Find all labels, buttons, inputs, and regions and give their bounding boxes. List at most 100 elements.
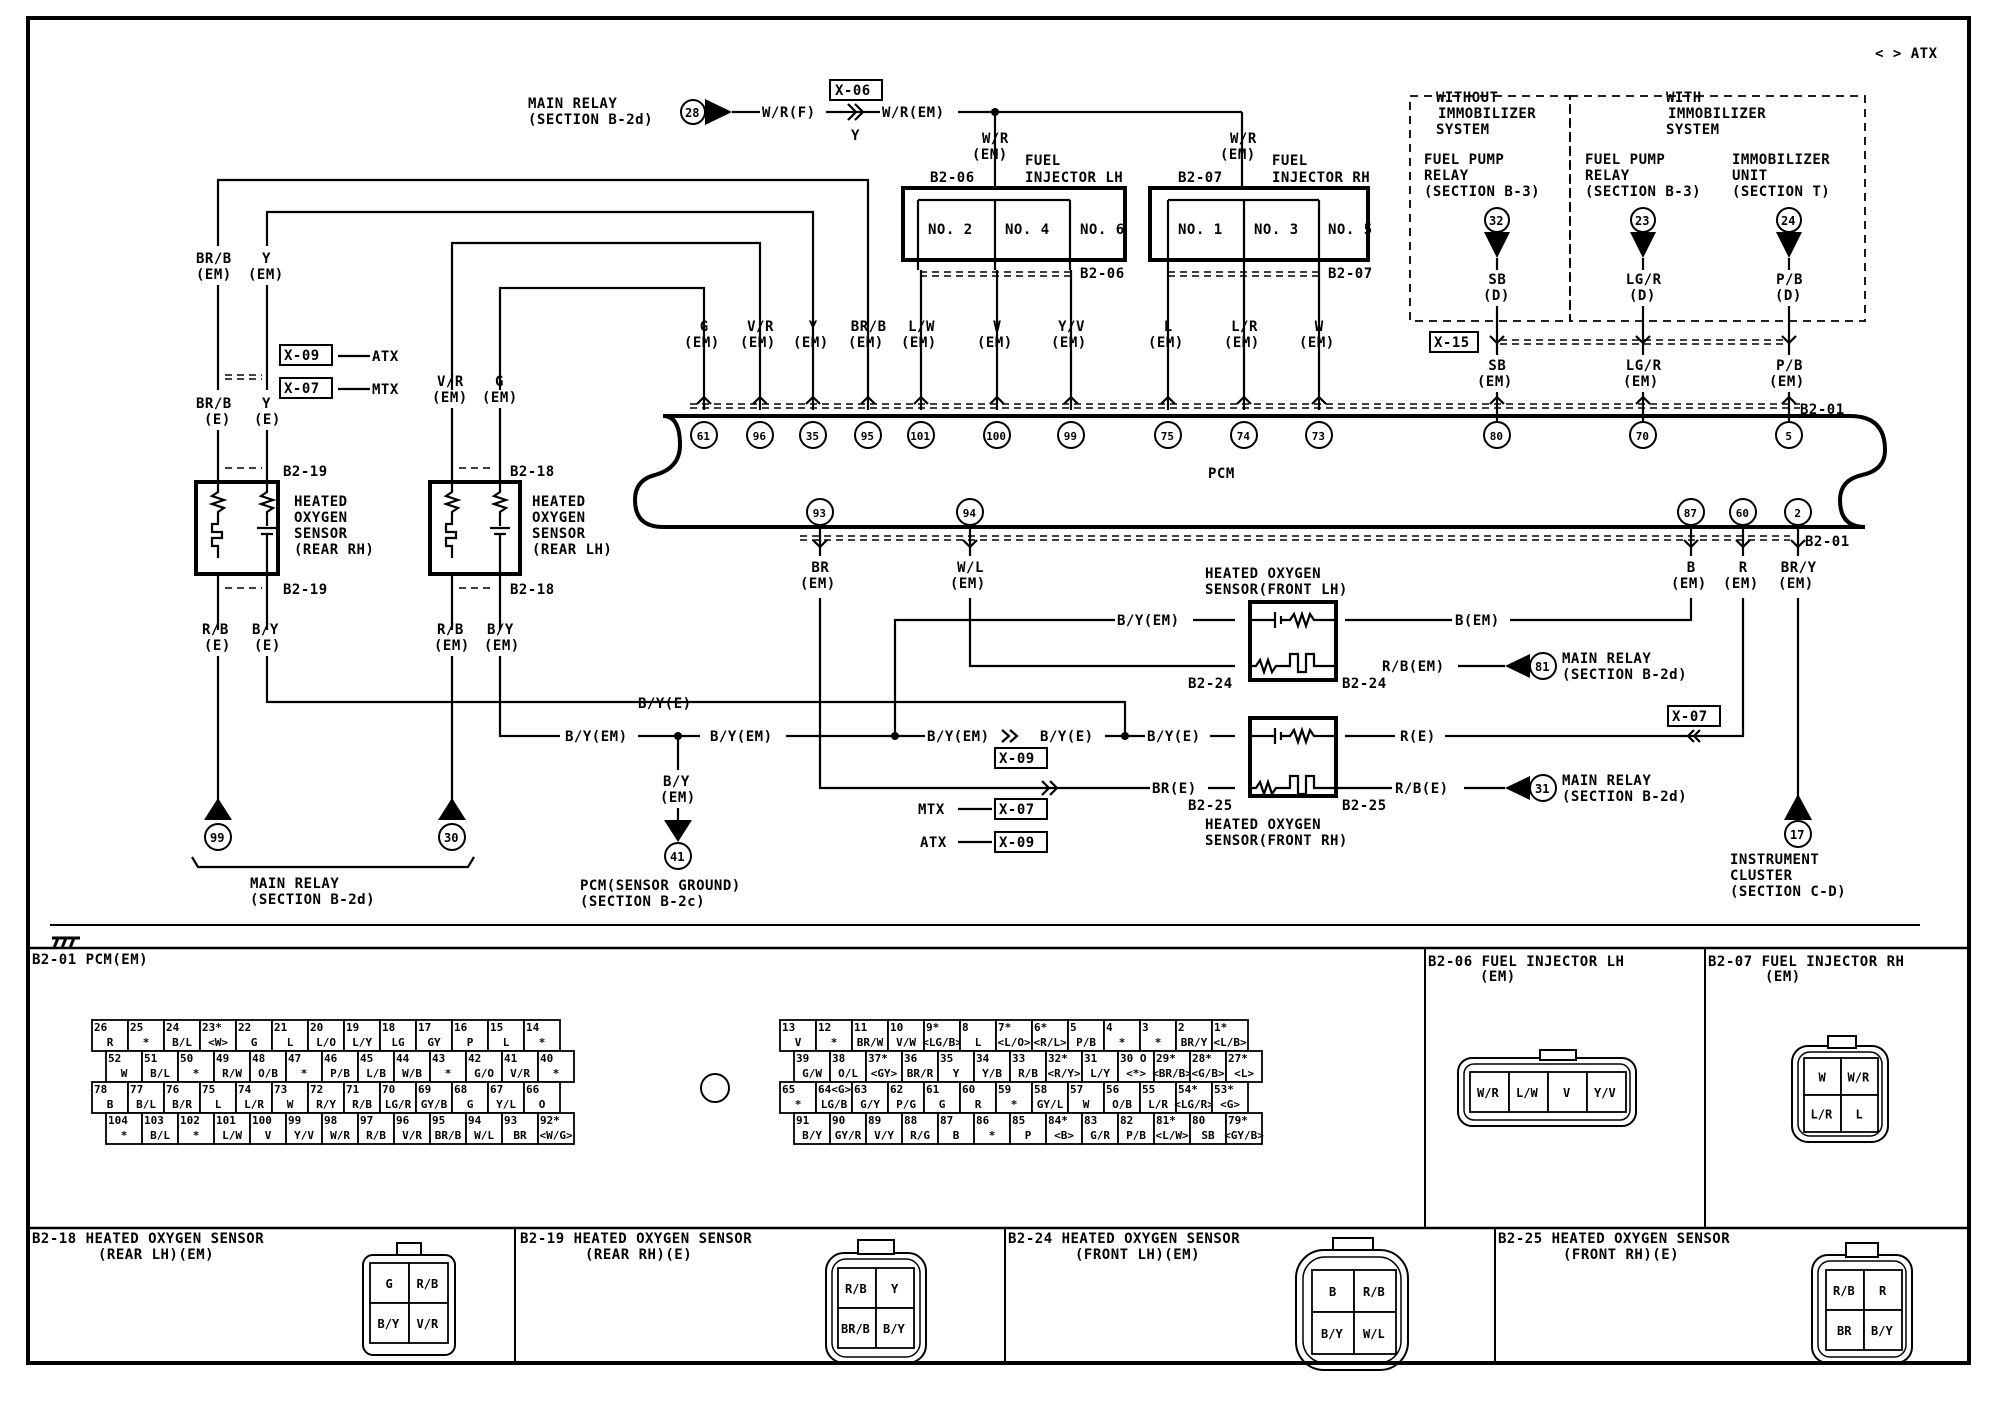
ref-circle-31[interactable]	[1529, 774, 1557, 802]
pcm-terminal-12[interactable]	[815, 1019, 853, 1052]
ref-circle-17[interactable]	[1784, 820, 1812, 848]
fuel-injector-rh[interactable]: W/R (EM) FUEL INJECTOR RH B2-07 NO. 1 NO…	[1148, 131, 1373, 282]
pcm-terminal-49[interactable]	[213, 1050, 251, 1083]
pcm-terminal-9*[interactable]	[923, 1019, 961, 1052]
pcm-pin-61[interactable]	[690, 421, 718, 449]
b2-24-terminal[interactable]	[1311, 1269, 1355, 1313]
pcm-terminal-84*[interactable]	[1045, 1112, 1083, 1145]
pcm-pin-87[interactable]	[1677, 498, 1705, 526]
b2-19-connector-view[interactable]: B2-19 HEATED OXYGEN SENSOR (REAR RH)(E)	[520, 1231, 927, 1364]
injector-rh-connector-view[interactable]: B2-07 FUEL INJECTOR RH (EM)	[1708, 954, 1904, 1143]
ref-circle-41[interactable]	[664, 842, 692, 870]
pcm-terminal-80[interactable]	[1189, 1112, 1227, 1145]
pcm-pin-73[interactable]	[1305, 421, 1333, 449]
pcm-terminal-22[interactable]	[235, 1019, 273, 1052]
pcm-terminal-1*[interactable]	[1211, 1019, 1249, 1052]
pcm-terminal-82[interactable]	[1117, 1112, 1155, 1145]
pcm-terminal-37*[interactable]	[865, 1050, 903, 1083]
ref-circle-99[interactable]	[204, 823, 232, 851]
ref-circle-81[interactable]	[1529, 652, 1557, 680]
pcm-terminal-91[interactable]	[793, 1112, 831, 1145]
joint-connector-x09[interactable]	[994, 747, 1048, 769]
joint-connector-x09[interactable]	[994, 831, 1048, 853]
joint-connector-x09[interactable]	[279, 344, 333, 366]
pcm-terminal-8[interactable]	[959, 1019, 997, 1052]
injector-lh-terminal[interactable]	[1547, 1071, 1588, 1113]
pcm-terminal-54*[interactable]	[1175, 1081, 1213, 1114]
pcm-terminal-100[interactable]	[249, 1112, 287, 1145]
pcm-terminal-65[interactable]	[779, 1081, 817, 1114]
b2-18-terminal[interactable]	[408, 1302, 449, 1344]
pcm-pin-70[interactable]	[1629, 421, 1657, 449]
injector-rh-terminal[interactable]	[1803, 1057, 1842, 1096]
b2-18-terminal[interactable]	[369, 1302, 410, 1344]
pcm-pin-60[interactable]	[1729, 498, 1757, 526]
pcm-terminal-26[interactable]	[91, 1019, 129, 1052]
heated-oxygen-sensor-front-lh[interactable]: HEATED OXYGEN SENSOR(FRONT LH) B/Y(EM) B…	[1115, 566, 1687, 692]
pcm-terminal-50[interactable]	[177, 1050, 215, 1083]
pcm-terminal-102[interactable]	[177, 1112, 215, 1145]
b2-24-terminal[interactable]	[1353, 1311, 1397, 1355]
injector-lh-terminal[interactable]	[1469, 1071, 1510, 1113]
b2-25-connector-view[interactable]: B2-25 HEATED OXYGEN SENSOR (FRONT RH)(E)	[1498, 1231, 1913, 1364]
pcm-terminal-17[interactable]	[415, 1019, 453, 1052]
pcm-terminal-98[interactable]	[321, 1112, 359, 1145]
pcm-pin-75[interactable]	[1154, 421, 1182, 449]
pcm-terminal-79*[interactable]	[1225, 1112, 1263, 1145]
pcm-terminal-27*[interactable]	[1225, 1050, 1263, 1083]
pcm-terminal-53*[interactable]	[1211, 1081, 1249, 1114]
b2-18-connector-view[interactable]: B2-18 HEATED OXYGEN SENSOR (REAR LH)(EM)	[32, 1231, 456, 1356]
pcm-pin-96[interactable]	[746, 421, 774, 449]
injector-lh-terminal[interactable]	[1586, 1071, 1627, 1113]
pcm-terminal-11[interactable]	[851, 1019, 889, 1052]
heated-oxygen-sensor-rear-lh[interactable]: V/R (EM) G (EM) B2-18 HEATED OXYGEN SENS…	[428, 374, 612, 806]
b2-18-terminal[interactable]	[408, 1262, 449, 1304]
joint-connector-x07[interactable]	[279, 377, 333, 399]
pcm-pin-99[interactable]	[1057, 421, 1085, 449]
b2-25-terminal[interactable]	[1825, 1309, 1865, 1351]
pcm-terminal-28*[interactable]	[1189, 1050, 1227, 1083]
pcm-terminal-16[interactable]	[451, 1019, 489, 1052]
b2-19-terminal[interactable]	[875, 1307, 915, 1349]
pcm-pin-2[interactable]	[1784, 498, 1812, 526]
pcm-terminal-14[interactable]	[523, 1019, 561, 1052]
pcm-terminal-75[interactable]	[199, 1081, 237, 1114]
injector-rh-terminal[interactable]	[1840, 1057, 1879, 1096]
pcm-terminal-87[interactable]	[937, 1112, 975, 1145]
pcm-terminal-69[interactable]	[415, 1081, 453, 1114]
joint-connector-x15[interactable]	[1429, 331, 1479, 353]
pcm-terminal-7*[interactable]	[995, 1019, 1033, 1052]
heated-oxygen-sensor-front-rh[interactable]: BR(E) B2-25 B2-25 HEATED OXYGEN SENSOR(F…	[918, 705, 1721, 853]
pcm-terminal-99[interactable]	[285, 1112, 323, 1145]
pcm-pin-94[interactable]	[956, 498, 984, 526]
pcm-terminal-104[interactable]	[105, 1112, 143, 1145]
ref-circle-30[interactable]	[438, 823, 466, 851]
b2-25-terminal[interactable]	[1863, 1309, 1903, 1351]
fuel-injector-lh[interactable]: W/R (EM) FUEL INJECTOR LH B2-06 NO. 2 NO…	[901, 131, 1127, 282]
pcm-terminal-83[interactable]	[1081, 1112, 1119, 1145]
pcm-terminal-60[interactable]	[959, 1081, 997, 1114]
pcm-pin-35[interactable]	[799, 421, 827, 449]
b2-25-terminal[interactable]	[1863, 1269, 1903, 1311]
pcm-terminal-93[interactable]	[501, 1112, 539, 1145]
pcm-terminal-3[interactable]	[1139, 1019, 1177, 1052]
pcm-pin-95[interactable]	[854, 421, 882, 449]
heated-oxygen-sensor-rear-rh[interactable]: BR/B (EM) Y (EM) X-09 ATX X-07 MTX BR/B …	[194, 251, 1127, 806]
pcm-terminal-4[interactable]	[1103, 1019, 1141, 1052]
pcm-pin-5[interactable]	[1775, 421, 1803, 449]
injector-rh-terminal[interactable]	[1840, 1094, 1879, 1133]
b2-19-terminal[interactable]	[837, 1307, 877, 1349]
b2-24-connector-view[interactable]: B2-24 HEATED OXYGEN SENSOR (FRONT LH)(EM…	[1008, 1231, 1409, 1371]
pcm-pin-74[interactable]	[1230, 421, 1258, 449]
injector-lh-connector-view[interactable]: B2-06 FUEL INJECTOR LH (EM)	[1428, 954, 1637, 1127]
injector-rh-terminal[interactable]	[1803, 1094, 1842, 1133]
pcm-terminal-89[interactable]	[865, 1112, 903, 1145]
pcm-terminal-40[interactable]	[537, 1050, 575, 1083]
pcm-terminal-76[interactable]	[163, 1081, 201, 1114]
pcm-pin-100[interactable]	[983, 421, 1011, 449]
pcm-pin-80[interactable]	[1483, 421, 1511, 449]
b2-24-terminal[interactable]	[1353, 1269, 1397, 1313]
pcm-pin-101[interactable]	[907, 421, 935, 449]
joint-connector-x06[interactable]	[829, 79, 883, 101]
pcm-terminal-103[interactable]	[141, 1112, 179, 1145]
